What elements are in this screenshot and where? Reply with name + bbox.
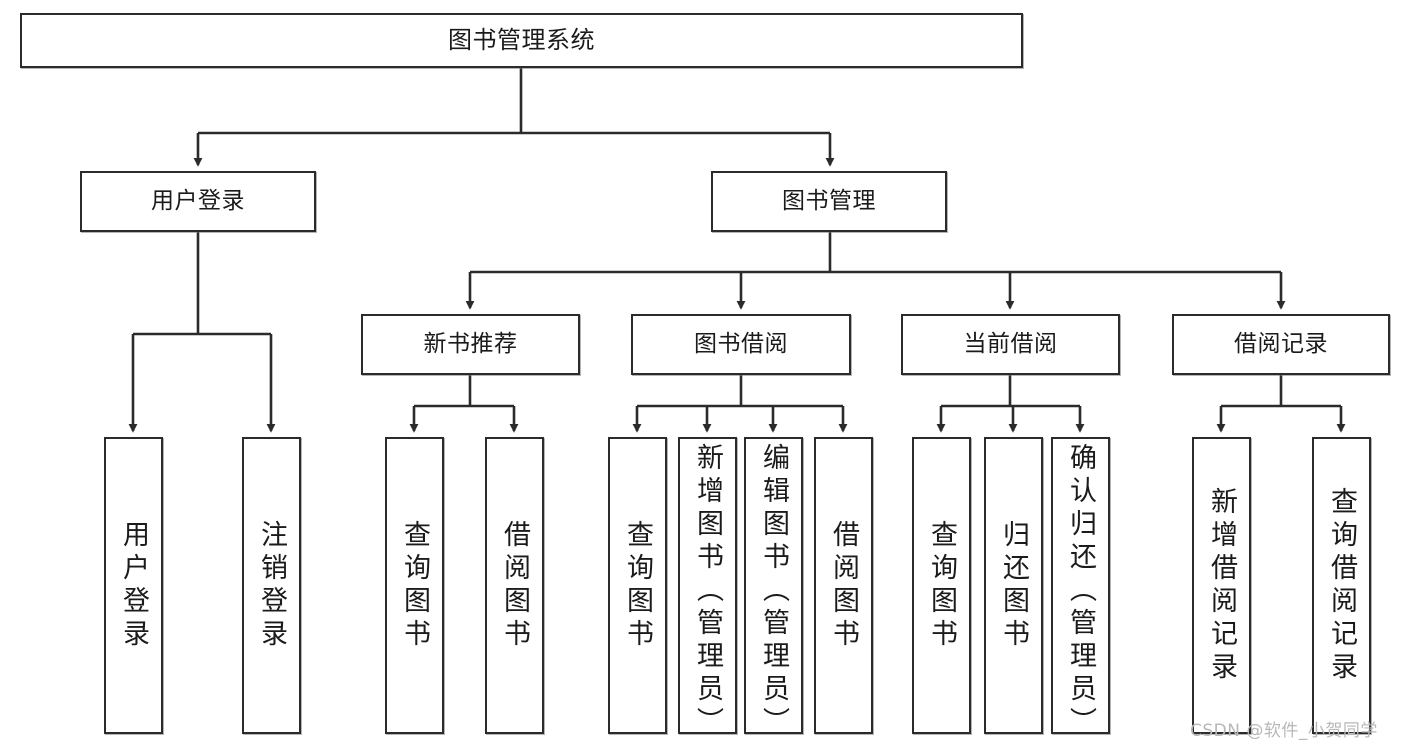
node-leaf-return-book-label: 归还图书 (998, 519, 1029, 652)
node-leaf-borrow-book-rec-label: 借阅图书 (499, 519, 530, 652)
node-user-login[interactable]: 用户登录 (80, 171, 316, 232)
node-book-borrow-label: 图书借阅 (694, 330, 788, 357)
node-leaf-borrow-book-borrow-label: 借阅图书 (828, 519, 859, 652)
node-user-login-label: 用户登录 (151, 187, 245, 214)
node-leaf-edit-book-admin-label: 编辑图书（管理员） (758, 443, 789, 740)
node-leaf-borrow-book-rec[interactable]: 借阅图书 (485, 437, 544, 734)
node-book-manage[interactable]: 图书管理 (711, 171, 947, 232)
node-leaf-query-book-rec[interactable]: 查询图书 (385, 437, 444, 734)
node-leaf-confirm-return-admin[interactable]: 确认归还（管理员） (1051, 437, 1110, 740)
csdn-watermark: CSDN @软件_小贺同学 (1190, 721, 1378, 741)
node-leaf-user-login-label: 用户登录 (118, 519, 149, 652)
node-leaf-logout-login[interactable]: 注销登录 (242, 437, 301, 734)
node-book-manage-label: 图书管理 (782, 187, 876, 214)
node-leaf-query-book-borrow[interactable]: 查询图书 (608, 437, 667, 734)
node-borrow-record-label: 借阅记录 (1234, 330, 1328, 357)
node-leaf-confirm-return-admin-label: 确认归还（管理员） (1065, 443, 1096, 740)
node-leaf-query-book-rec-label: 查询图书 (399, 519, 430, 652)
node-leaf-borrow-book-borrow[interactable]: 借阅图书 (814, 437, 873, 734)
node-borrow-record[interactable]: 借阅记录 (1172, 314, 1390, 375)
node-leaf-query-book-current-label: 查询图书 (926, 519, 957, 652)
node-leaf-add-book-admin-label: 新增图书（管理员） (692, 443, 723, 740)
node-leaf-query-borrow-record[interactable]: 查询借阅记录 (1312, 437, 1371, 734)
node-book-borrow[interactable]: 图书借阅 (631, 314, 851, 375)
node-new-book-recommend[interactable]: 新书推荐 (361, 314, 580, 375)
node-leaf-user-login[interactable]: 用户登录 (104, 437, 163, 734)
node-current-borrow-label: 当前借阅 (963, 330, 1058, 357)
node-root-label: 图书管理系统 (448, 26, 595, 55)
node-leaf-add-borrow-record[interactable]: 新增借阅记录 (1192, 437, 1251, 734)
node-leaf-logout-login-label: 注销登录 (256, 519, 287, 652)
node-leaf-add-borrow-record-label: 新增借阅记录 (1206, 486, 1237, 685)
node-leaf-add-book-admin[interactable]: 新增图书（管理员） (678, 437, 737, 740)
node-leaf-return-book[interactable]: 归还图书 (984, 437, 1043, 734)
node-leaf-query-book-borrow-label: 查询图书 (622, 519, 653, 652)
node-root[interactable]: 图书管理系统 (20, 13, 1023, 68)
node-leaf-edit-book-admin[interactable]: 编辑图书（管理员） (744, 437, 803, 740)
node-leaf-query-borrow-record-label: 查询借阅记录 (1326, 486, 1357, 685)
node-leaf-query-book-current[interactable]: 查询图书 (912, 437, 971, 734)
node-new-book-recommend-label: 新书推荐 (423, 330, 518, 357)
node-current-borrow[interactable]: 当前借阅 (901, 314, 1120, 375)
